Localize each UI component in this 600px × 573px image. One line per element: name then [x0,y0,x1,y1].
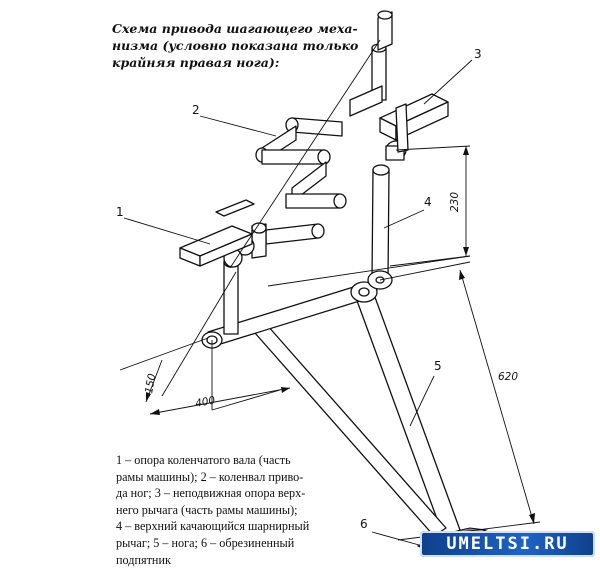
callout-3-number: 3 [474,47,482,61]
callout-4-number: 4 [424,195,432,209]
site-watermark: UMELTSI.RU [420,531,595,557]
dimension-230: 230 [449,146,469,256]
dimension-400: 400 [149,387,291,415]
callout-2: 2 [192,103,277,137]
callout-1-number: 1 [116,205,124,219]
caption-line: Схема привода шагающего меха- [112,21,358,36]
dimension-620: 620 [459,269,535,525]
callout-2-number: 2 [192,103,200,117]
callout-5: 5 [409,359,442,427]
crank-support-part-1 [179,199,255,267]
fixed-support-part-3 [379,93,449,153]
legend-line: него рычага (часть рамы машины); [116,502,298,517]
legend-line: 1 – опора коленчатого вала (часть [116,453,291,467]
dimension-400-label: 400 [194,394,216,410]
callout-1: 1 [116,205,211,245]
dimension-620-label: 620 [498,371,518,383]
caption-line: крайняя правая нога): [112,55,280,70]
legend-line: рычаг; 5 – нога; 6 – обрезиненный [116,535,295,550]
callout-6-number: 6 [360,517,368,531]
rocker-lever-part-4 [367,140,407,290]
legend-line: да ног; 3 – неподвижная опора верх- [116,486,306,501]
legend-line: подпятник [116,552,171,567]
lower-link [201,281,378,349]
legend-line: 4 – верхний качающийся шарнирный [116,519,310,534]
dimension-150-label: 150 [143,372,158,394]
caption-line: низма (условно показана только [112,38,359,53]
dimension-150: 150 [143,359,163,403]
callout-5-number: 5 [434,359,442,373]
callout-4: 4 [383,195,432,229]
crank-rod [223,256,239,335]
callout-3: 3 [423,47,482,105]
diagram-caption: Схема привода шагающего меха- низма (усл… [112,20,359,71]
crankshaft-part-2 [223,10,393,268]
dimension-230-label: 230 [449,192,461,212]
legend-line: рамы машины); 2 – коленвал приво- [116,469,304,484]
legend-text: 1 – опора коленчатого вала (часть рамы м… [116,452,366,568]
